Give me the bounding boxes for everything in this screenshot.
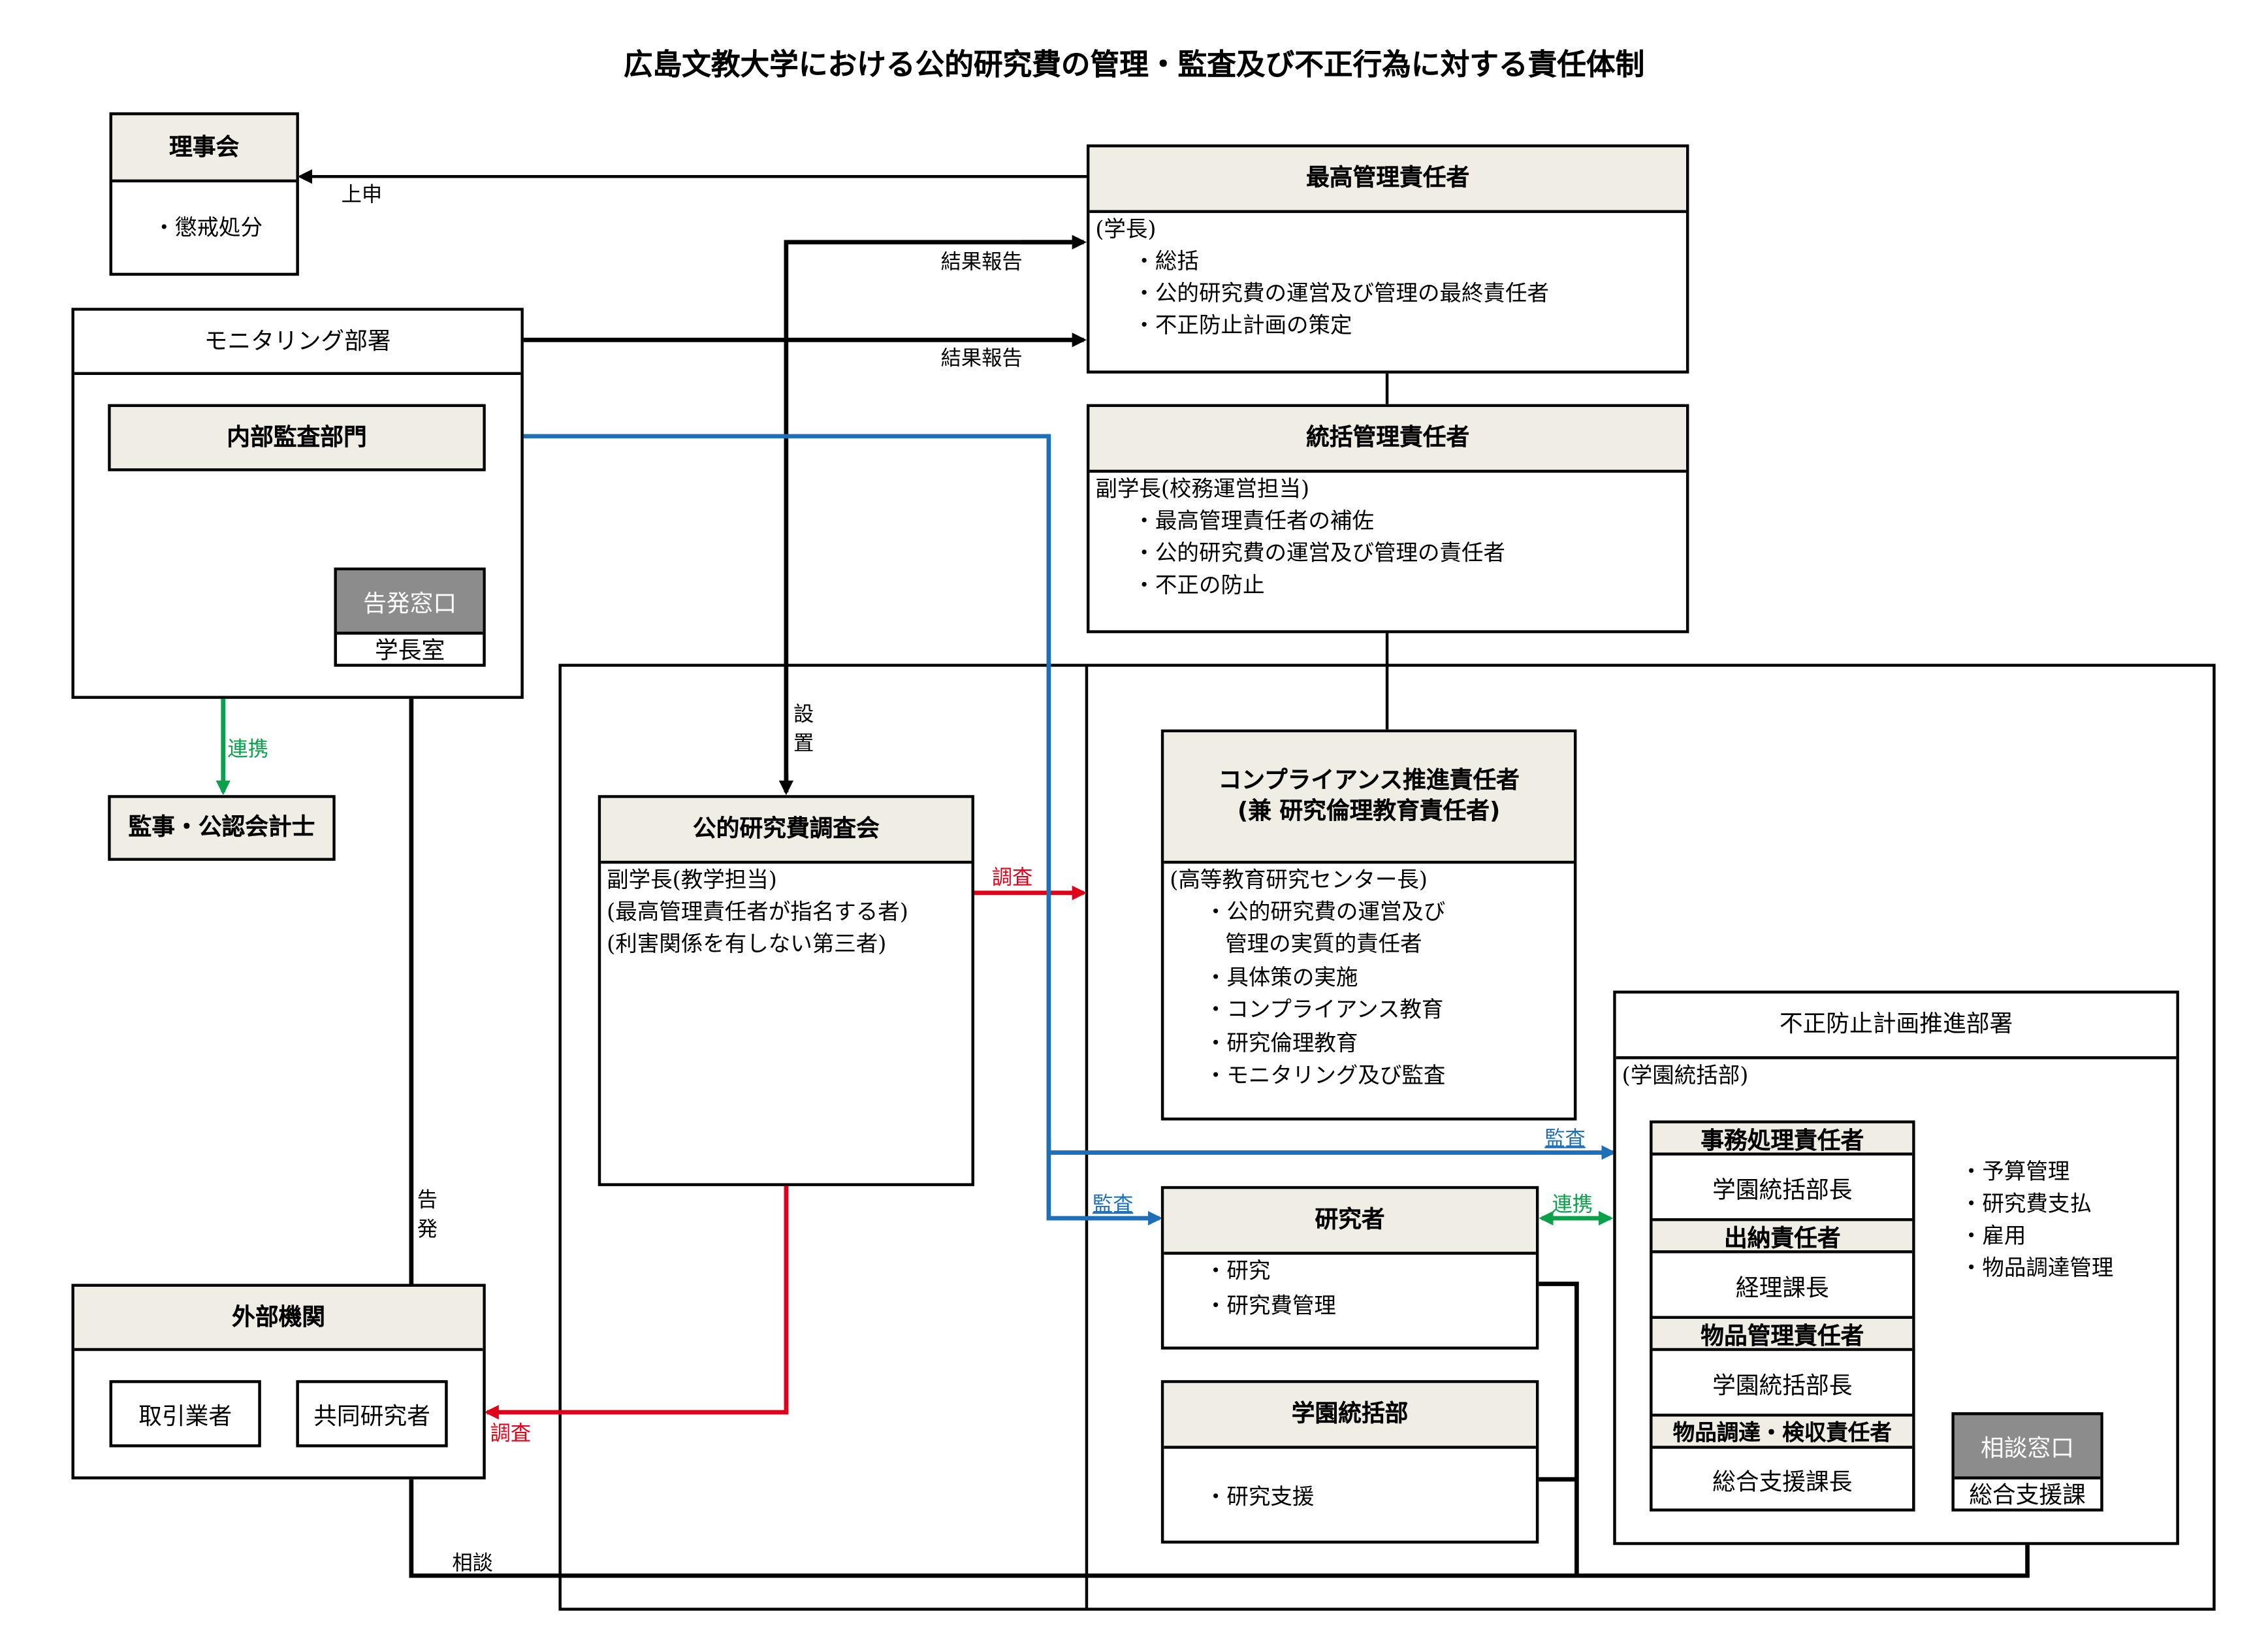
compliance-item: ・具体策の実施 — [1204, 964, 1358, 991]
co-researcher-box: 共同研究者 — [296, 1380, 448, 1448]
result-report-label-2: 結果報告 — [940, 347, 1023, 371]
compliance-role: (高等教育研究センター長) — [1170, 866, 1428, 893]
top-manager-header: 最高管理責任者 — [1089, 147, 1686, 214]
officer-name: 総合支援課長 — [1712, 1466, 1853, 1495]
general-manager-item: ・最高管理責任者の補佐 — [1133, 508, 1374, 534]
prevention-role: (学園統括部) — [1621, 1061, 1749, 1089]
researcher-box: 研究者 ・研究 ・研究費管理 — [1160, 1186, 1539, 1350]
compliance-item: ・コンプライアンス教育 — [1204, 996, 1444, 1023]
committee-line: (利害関係を有しない第三者) — [607, 930, 887, 958]
top-manager-item: ・総括 — [1133, 248, 1199, 274]
general-manager-box: 統括管理責任者 副学長(校務運営担当) ・最高管理責任者の補佐 ・公的研究費の運… — [1086, 404, 1689, 634]
whistle-window-box: 告発窓口 学長室 — [334, 567, 486, 667]
setup-line — [784, 240, 1084, 792]
board-item: ・懲戒処分 — [153, 214, 263, 241]
co-researcher-label: 共同研究者 — [313, 1402, 430, 1430]
external-header: 外部機関 — [74, 1286, 483, 1351]
board-box: 理事会 ・懲戒処分 — [109, 112, 299, 276]
researcher-item: ・研究費管理 — [1204, 1292, 1336, 1319]
internal-audit-label: 内部監査部門 — [110, 407, 483, 468]
whistle-office-label: 学長室 — [374, 636, 445, 664]
auditors-label: 監事・公認会計士 — [110, 798, 333, 858]
officer-title: 事務処理責任者 — [1652, 1123, 1913, 1156]
prevention-duty: ・雇用 — [1960, 1222, 2026, 1249]
internal-audit-box: 内部監査部門 — [108, 404, 486, 472]
prevention-header: 不正防止計画推進部署 — [1616, 994, 2177, 1060]
top-manager-item: ・不正防止計画の策定 — [1133, 312, 1352, 339]
setup-label: 設置 — [793, 703, 814, 756]
report-up-label: 上申 — [341, 184, 383, 208]
officer-name: 経理課長 — [1652, 1254, 1913, 1319]
gakuen-dept-item: ・研究支援 — [1204, 1483, 1315, 1510]
compliance-box: コンプライアンス推進責任者 (兼 研究倫理教育責任者) (高等教育研究センター長… — [1160, 729, 1577, 1121]
top-manager-item: ・公的研究費の運営及び管理の最終責任者 — [1133, 280, 1550, 307]
consult-label: 相談 — [452, 1552, 493, 1576]
consult-office-label: 総合支援課 — [1969, 1481, 2086, 1509]
audit-label-1: 監査 — [1544, 1127, 1586, 1152]
researcher-item: ・研究 — [1204, 1257, 1271, 1284]
compliance-header-line2: (兼 研究倫理教育責任者) — [1237, 796, 1501, 824]
committee-header: 公的研究費調査会 — [601, 798, 972, 864]
officer-title: 物品調達・検収責任者 — [1652, 1416, 1913, 1449]
result-report-label-1: 結果報告 — [940, 251, 1023, 274]
investigate-label-1: 調査 — [991, 866, 1033, 890]
liaison-label-2: 連携 — [1552, 1193, 1593, 1217]
investigate-label-2: 調査 — [490, 1422, 531, 1446]
compliance-item: ・モニタリング及び監査 — [1204, 1061, 1446, 1089]
general-manager-role: 副学長(校務運営担当) — [1095, 476, 1310, 502]
compliance-item: ・公的研究費の運営及び — [1204, 898, 1446, 926]
whistleblow-label: 告発 — [417, 1189, 438, 1242]
whistle-window-label: 告発窓口 — [336, 570, 483, 635]
officer-title: 出納責任者 — [1652, 1221, 1913, 1254]
officer-name: 学園統括部長 — [1652, 1156, 1913, 1221]
compliance-item: ・研究倫理教育 — [1204, 1029, 1358, 1057]
audit-arrow-2 — [1046, 1138, 1163, 1226]
officer-name: 学園統括部長 — [1652, 1351, 1913, 1417]
vendor-box: 取引業者 — [109, 1380, 261, 1448]
top-manager-role: (学長) — [1095, 216, 1157, 242]
compliance-item: 管理の実質的責任者 — [1225, 930, 1422, 958]
committee-line: 副学長(教学担当) — [607, 866, 777, 893]
audit-arrow-1 — [485, 434, 1616, 1160]
gakuen-dept-header: 学園統括部 — [1164, 1383, 1536, 1449]
researcher-header: 研究者 — [1164, 1189, 1536, 1255]
page-title: 広島文教大学における公的研究費の管理・監査及び不正行為に対する責任体制 — [623, 46, 1645, 82]
gakuen-dept-box: 学園統括部 ・研究支援 — [1160, 1380, 1539, 1544]
prevention-duty: ・研究費支払 — [1960, 1190, 2092, 1217]
auditors-box: 監事・公認会計士 — [108, 795, 336, 861]
liaison-label-1: 連携 — [227, 738, 268, 762]
compliance-header: コンプライアンス推進責任者 (兼 研究倫理教育責任者) — [1164, 732, 1574, 864]
audit-label-2: 監査 — [1092, 1193, 1134, 1217]
compliance-header-line1: コンプライアンス推進責任者 — [1218, 766, 1520, 794]
board-header: 理事会 — [112, 115, 296, 183]
investigate-arrow-2 — [484, 1186, 789, 1420]
committee-box: 公的研究費調査会 副学長(教学担当) (最高管理責任者が指名する者) (利害関係… — [598, 795, 974, 1186]
monitoring-header: モニタリング部署 — [74, 310, 521, 376]
consult-window-label: 相談窓口 — [1954, 1415, 2101, 1480]
consult-window-box: 相談窓口 総合支援課 — [1951, 1412, 2103, 1512]
vendor-label: 取引業者 — [138, 1402, 232, 1430]
committee-line: (最高管理責任者が指名する者) — [607, 898, 908, 926]
general-manager-item: ・公的研究費の運営及び管理の責任者 — [1133, 540, 1506, 566]
top-manager-box: 最高管理責任者 (学長) ・総括 ・公的研究費の運営及び管理の最終責任者 ・不正… — [1086, 144, 1689, 374]
general-manager-item: ・不正の防止 — [1133, 572, 1265, 598]
general-manager-header: 統括管理責任者 — [1089, 407, 1686, 473]
officers-table: 事務処理責任者 学園統括部長 出納責任者 経理課長 物品管理責任者 学園統括部長… — [1650, 1120, 1915, 1512]
prevention-duty: ・予算管理 — [1960, 1158, 2070, 1185]
officer-title: 物品管理責任者 — [1652, 1319, 1913, 1351]
prevention-duty: ・物品調達管理 — [1960, 1254, 2114, 1282]
